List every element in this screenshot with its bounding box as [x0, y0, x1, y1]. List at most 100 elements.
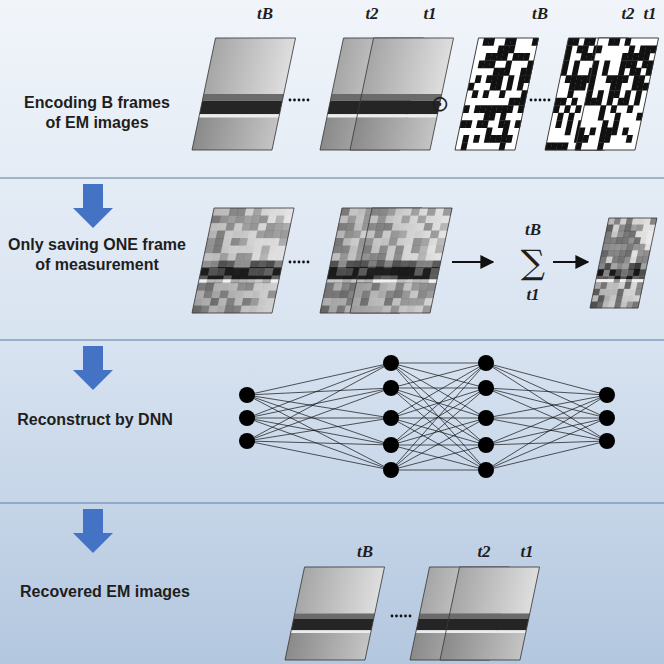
network-link	[247, 441, 391, 445]
rect-shape	[506, 83, 513, 91]
rect-shape	[495, 83, 502, 91]
rect-shape	[204, 38, 296, 94]
network-link	[391, 388, 486, 470]
rect-shape	[350, 118, 437, 150]
rect-shape	[331, 208, 422, 261]
network-link	[391, 363, 486, 470]
rect-shape	[462, 135, 469, 143]
rect-shape	[564, 105, 571, 113]
network-link	[486, 388, 607, 418]
network-link	[486, 418, 607, 470]
rect-shape	[575, 38, 659, 150]
rect-shape	[622, 128, 629, 136]
rect-shape	[599, 105, 606, 113]
ellipsis-dot	[293, 99, 296, 102]
ellipsis-dot	[539, 99, 542, 102]
rect-shape	[567, 90, 574, 98]
network-link	[486, 395, 607, 445]
rect-shape	[575, 105, 582, 113]
rect-shape	[505, 60, 512, 68]
rect-shape	[508, 45, 515, 53]
time-label: t1	[520, 542, 533, 562]
network-link	[486, 388, 607, 395]
rect-shape	[572, 68, 579, 76]
rect-shape	[285, 567, 385, 660]
time-label: t2	[621, 4, 634, 24]
time-label: t1	[423, 4, 436, 24]
step-label: Encoding B frames of EM images	[17, 93, 177, 133]
rect-shape	[360, 94, 441, 101]
network-link	[486, 363, 607, 418]
coded-frame	[320, 208, 422, 313]
rect-shape	[582, 45, 589, 53]
network-link	[247, 395, 391, 445]
neuron	[478, 355, 494, 371]
rect-shape	[192, 118, 279, 150]
rect-shape	[613, 38, 620, 46]
rect-shape	[590, 218, 657, 308]
em-frame	[350, 38, 454, 150]
rect-shape	[499, 143, 506, 151]
rect-shape	[350, 208, 452, 313]
step-label: Recovered EM images	[20, 582, 190, 602]
rect-shape	[294, 614, 375, 620]
rect-shape	[626, 105, 633, 113]
ellipsis-dot	[302, 99, 305, 102]
rect-shape	[202, 94, 283, 101]
rect-shape	[589, 38, 596, 46]
em-frame	[192, 38, 296, 150]
rect-shape	[320, 283, 406, 313]
rect-shape	[611, 128, 618, 136]
rect-shape	[523, 53, 530, 61]
neural-network	[239, 355, 615, 478]
rect-shape	[203, 208, 294, 261]
network-link	[391, 363, 486, 445]
mask-frame	[575, 38, 659, 150]
rect-shape	[320, 208, 422, 313]
rect-shape	[295, 567, 385, 614]
rect-shape	[624, 38, 631, 46]
rect-shape	[599, 218, 656, 263]
rect-shape	[618, 68, 625, 76]
rect-shape	[192, 38, 296, 150]
network-link	[391, 363, 486, 470]
rect-shape	[473, 135, 480, 143]
rect-shape	[602, 68, 609, 76]
network-link	[391, 445, 486, 446]
neuron	[478, 462, 494, 478]
neuron	[599, 387, 615, 403]
network-link	[247, 418, 391, 470]
mask-frame	[455, 38, 539, 150]
neuron	[383, 410, 399, 426]
network-link	[486, 441, 607, 470]
rect-shape	[192, 283, 278, 313]
rect-shape	[440, 633, 526, 660]
rect-shape	[489, 60, 496, 68]
time-label: t2	[477, 542, 490, 562]
rect-shape	[624, 90, 631, 98]
step-label: Only saving ONE frame of measurement	[7, 235, 187, 275]
network-link	[391, 363, 486, 418]
rect-shape	[358, 101, 441, 114]
network-link	[486, 441, 607, 445]
rect-shape	[598, 113, 605, 121]
rect-shape	[566, 120, 573, 128]
time-label: t1	[643, 4, 656, 24]
rect-shape	[597, 90, 604, 98]
network-link	[391, 418, 486, 470]
ellipsis-dot	[298, 99, 301, 102]
network-link	[391, 418, 486, 419]
neuron	[383, 462, 399, 478]
network-link	[247, 418, 391, 419]
ellipsis-dot	[548, 99, 551, 102]
rect-shape	[501, 53, 508, 61]
rect-shape	[589, 128, 596, 136]
rect-shape	[291, 619, 373, 630]
network-link	[391, 363, 486, 445]
rect-shape	[350, 283, 436, 313]
rect-shape	[555, 120, 562, 128]
meas-frame	[590, 218, 657, 308]
rect-shape	[446, 619, 528, 630]
rect-shape	[502, 128, 509, 136]
neuron	[239, 387, 255, 403]
